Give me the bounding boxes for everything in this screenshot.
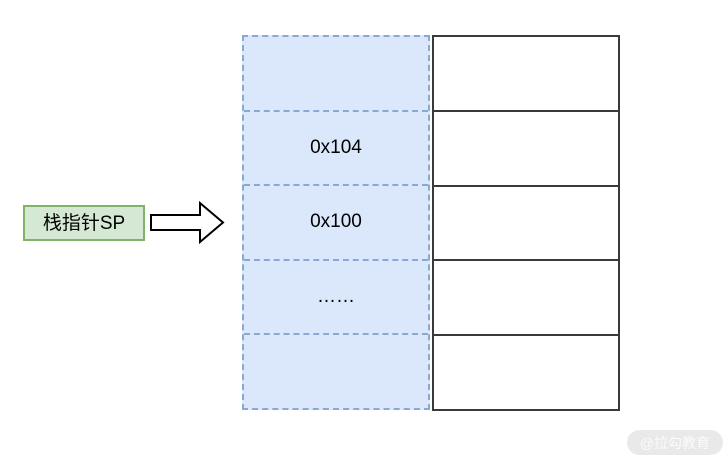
stack-cell-0x104: 0x104 [244,112,428,187]
stack-cell [244,335,428,408]
memory-cell [434,187,618,262]
stack-cell-0x100: 0x100 [244,186,428,261]
watermark-badge: @拉勾教育 [626,430,723,455]
memory-cell [434,261,618,337]
memory-cell [434,112,618,187]
stack-pointer-label: 栈指针SP [23,205,145,241]
stack-cell [244,37,428,112]
right-block-arrow-icon [150,200,225,245]
stack-address-column: 0x104 0x100 …… [242,35,430,410]
memory-cell [434,336,618,409]
memory-column [432,35,620,411]
memory-cell [434,37,618,112]
stack-cell-ellipsis: …… [244,261,428,336]
